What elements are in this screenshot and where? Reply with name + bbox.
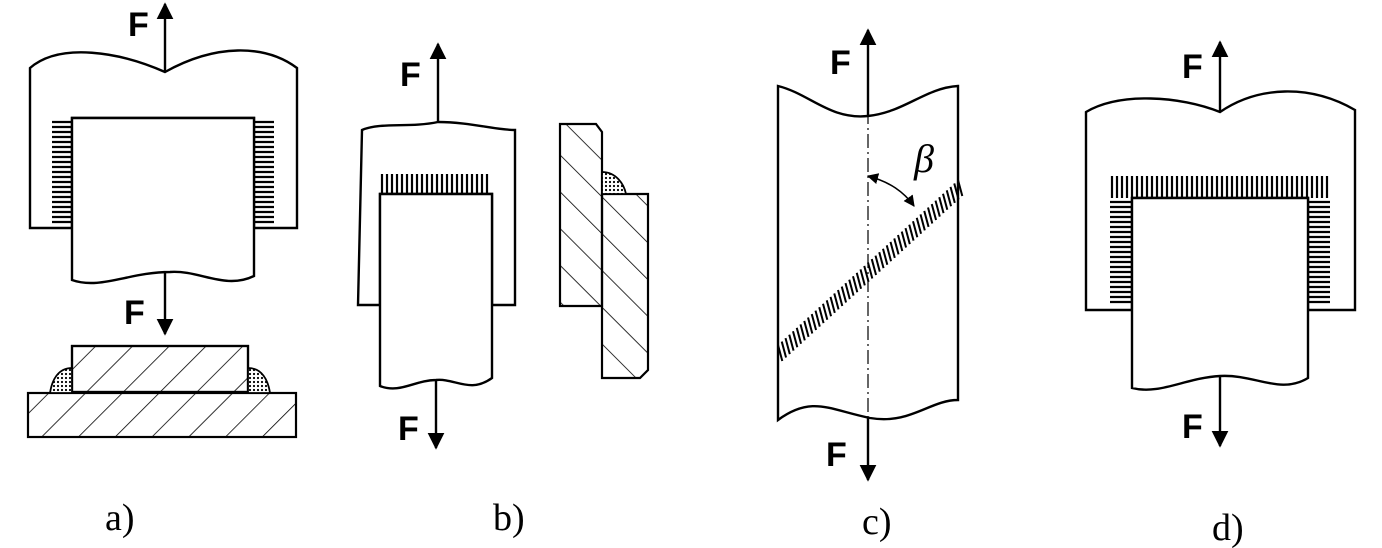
- weld-tick: [908, 224, 915, 241]
- panel-a-bottom-force-label: F: [124, 294, 145, 332]
- panel-a-section-left-weld: [48, 367, 73, 394]
- weld-tick: [867, 262, 874, 279]
- weld-tick: [814, 310, 821, 327]
- weld-tick: [878, 251, 885, 269]
- weld-tick: [803, 320, 810, 338]
- weld-tick: [945, 190, 953, 207]
- weld-tick: [934, 200, 941, 217]
- weld-tick: [938, 196, 945, 214]
- weld-tick: [915, 217, 923, 235]
- panel-c-top-force-label: F: [830, 44, 851, 82]
- panel-c-inclined-weld: [777, 179, 964, 362]
- panel-b-section-right-plate: [600, 192, 650, 380]
- panel-b: F F b): [356, 42, 650, 539]
- panel-b-top-force-label: F: [400, 56, 421, 94]
- weld-tick: [795, 327, 803, 345]
- weld-tick: [777, 344, 784, 362]
- panel-a-inner-plate: [70, 116, 256, 285]
- weld-tick: [953, 183, 960, 200]
- panel-d-label: d): [1212, 507, 1244, 548]
- panel-c-angle-arc: [866, 173, 915, 207]
- panel-d-outer-plate: [1084, 90, 1357, 312]
- panel-a-section-right-weld: [247, 367, 272, 394]
- weld-tick: [897, 234, 904, 252]
- panel-b-transverse-weld: [380, 174, 489, 194]
- panel-c-plate: [776, 84, 960, 423]
- weld-tick: [852, 275, 859, 293]
- weld-tick: [863, 265, 870, 283]
- panel-b-section-weld: [601, 171, 628, 195]
- weld-tick: [893, 238, 900, 255]
- weld-tick: [870, 258, 878, 276]
- weld-tick: [919, 214, 926, 231]
- weld-tick: [799, 324, 806, 341]
- weld-tick: [844, 282, 851, 300]
- panel-a-section-base-plate: [26, 391, 298, 439]
- weld-tick: [825, 300, 833, 317]
- weld-tick: [900, 231, 908, 248]
- panel-c-bottom-force-label: F: [826, 436, 847, 474]
- panel-a-label: a): [105, 497, 135, 539]
- weld-tick: [957, 179, 964, 197]
- weld-tick: [855, 272, 863, 290]
- panel-d-combined-weld: [1110, 176, 1330, 304]
- panel-b-label: b): [493, 497, 525, 539]
- weld-tick: [810, 313, 818, 331]
- weld-tick: [930, 203, 938, 221]
- weld-tick: [837, 289, 844, 307]
- weld-tick: [912, 220, 919, 238]
- weld-tick: [927, 207, 934, 224]
- panel-d-top-force-label: F: [1182, 48, 1203, 86]
- panel-a-section-top-plate: [70, 344, 250, 394]
- weld-tick: [889, 241, 896, 259]
- panel-c-angle-label: β: [913, 136, 934, 181]
- weld-tick: [923, 210, 930, 228]
- weld-tick: [784, 337, 791, 355]
- weld-tick: [833, 293, 840, 310]
- weld-tick: [807, 317, 814, 334]
- weld-tick: [848, 279, 855, 296]
- panel-d-bottom-force-label: F: [1182, 408, 1203, 446]
- panel-a: F F a): [26, 2, 299, 539]
- panel-b-inner-plate: [378, 192, 494, 390]
- weld-tick: [788, 334, 795, 351]
- weld-tick: [949, 186, 956, 204]
- weld-tick: [885, 245, 893, 262]
- panel-a-left-fillet-weld: [52, 120, 72, 224]
- panel-a-right-fillet-weld: [254, 120, 274, 224]
- weld-tick: [882, 248, 889, 265]
- panel-b-section-left-plate: [558, 122, 604, 308]
- weld-tick: [829, 296, 836, 314]
- weld-tick: [859, 269, 866, 286]
- panel-a-outer-plate: [28, 49, 299, 230]
- weld-tick: [822, 303, 829, 320]
- weld-tick: [780, 341, 788, 358]
- weld-tick: [874, 255, 881, 272]
- panel-a-top-force-label: F: [128, 6, 149, 44]
- panel-c-label: c): [862, 501, 892, 543]
- panel-d: F F d): [1084, 40, 1357, 548]
- weld-tick: [942, 193, 949, 210]
- weld-tick: [840, 286, 848, 303]
- weld-tick: [818, 306, 825, 324]
- panel-b-bottom-force-label: F: [398, 410, 419, 448]
- panel-d-inner-plate: [1130, 196, 1310, 391]
- weld-tick: [792, 330, 799, 348]
- panel-c: β F F c): [776, 28, 964, 543]
- weld-tick: [904, 227, 911, 245]
